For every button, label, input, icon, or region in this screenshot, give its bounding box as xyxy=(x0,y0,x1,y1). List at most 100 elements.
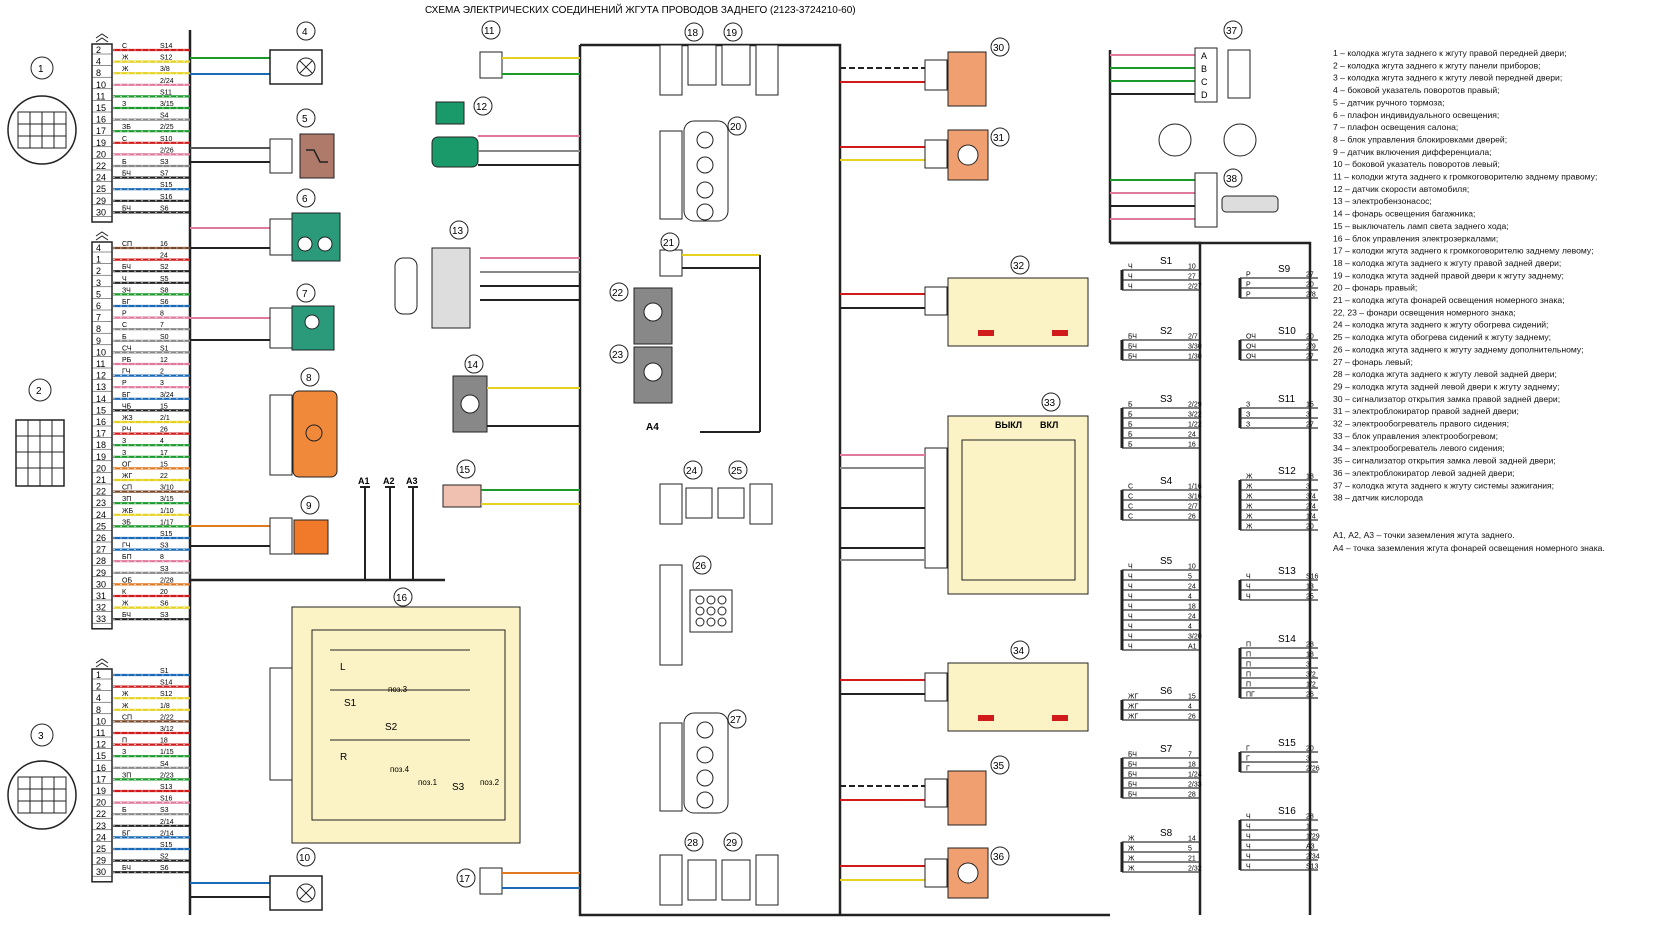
svg-text:27: 27 xyxy=(730,715,742,726)
splice-wire-dest: 13 xyxy=(1306,584,1314,591)
splice-wire-dest: 2/26 xyxy=(1306,766,1320,773)
splice-wire-color: П xyxy=(1246,682,1251,689)
splice-wire-color: Ч xyxy=(1246,864,1251,871)
svg-text:12: 12 xyxy=(476,102,488,113)
svg-text:6: 6 xyxy=(302,194,308,205)
splice-wire-dest: 3/2 xyxy=(1306,672,1316,679)
wire-color-label: ЖГ xyxy=(122,473,132,480)
splice-wire-color: Ж xyxy=(1246,504,1253,511)
pin-label: 8 xyxy=(96,68,101,78)
pin-label: 22 xyxy=(96,809,106,819)
wire-dest-label: S2 xyxy=(160,854,169,861)
splice-name: S2 xyxy=(1160,326,1173,337)
pin-label: 3 xyxy=(96,278,101,288)
pin-label: 15 xyxy=(96,103,106,113)
legend-item: 27 – фонарь левый; xyxy=(1333,357,1413,367)
svg-text:36: 36 xyxy=(993,852,1005,863)
legend-item: 37 – колодка жгута заднего к жгуту систе… xyxy=(1333,480,1554,490)
splice-wire-dest: S13 xyxy=(1306,864,1319,871)
splice-wire-color: С xyxy=(1128,494,1133,501)
splice-wire-color: Ж xyxy=(1128,866,1135,873)
wire-color-label: ОГ xyxy=(122,461,131,468)
splice-name: S4 xyxy=(1160,476,1173,487)
splice-wire-dest: 27 xyxy=(1188,274,1196,281)
component-16-mirror-controller: 16 xyxy=(269,587,521,844)
pin-label: 20 xyxy=(96,798,106,808)
svg-text:38: 38 xyxy=(1226,174,1238,185)
wire-dest-label: 8 xyxy=(160,554,164,561)
svg-text:29: 29 xyxy=(726,838,738,849)
splice-wire-dest: 18 xyxy=(1306,652,1314,659)
wire-dest-label: 16 xyxy=(160,241,168,248)
legend-item: 10 – боковой указатель поворотов левый; xyxy=(1333,159,1500,169)
splice-wire-dest: 2/9 xyxy=(1306,344,1316,351)
wire-color-label: ОБ xyxy=(122,577,132,584)
pin-label: 17 xyxy=(96,126,106,136)
wire-dest-label: 1/8 xyxy=(160,703,170,710)
splice-wire-color: Ч xyxy=(1128,274,1133,281)
splice-wire-color: Ч xyxy=(1246,844,1251,851)
pin-label: 29 xyxy=(96,856,106,866)
legend-item: 12 – датчик скорости автомобиля; xyxy=(1333,184,1469,194)
component-11-speaker-rear-right: 11 xyxy=(479,20,580,79)
wire-dest-label: S0 xyxy=(160,334,169,341)
splice-wire-dest: 20 xyxy=(1306,282,1314,289)
wire-dest-label: 17 xyxy=(160,450,168,457)
splice-wire-dest: 3 xyxy=(1306,484,1310,491)
legend-item: 5 – датчик ручного тормоза; xyxy=(1333,97,1445,107)
splice-wire-color: Р xyxy=(1246,272,1251,279)
splice-wire-dest: 2/27 xyxy=(1188,284,1202,291)
svg-text:15: 15 xyxy=(459,465,471,476)
splice-wire-color: Ч xyxy=(1128,594,1133,601)
wire-color-label: Ж xyxy=(122,691,129,698)
legend-item: 30 – сигнализатор открытия замка правой … xyxy=(1333,394,1560,404)
wire-color-label: З xyxy=(122,450,126,457)
pin-label: 1 xyxy=(96,670,101,680)
pin-label: 29 xyxy=(96,568,106,578)
pin-label: 2 xyxy=(96,266,101,276)
splice-wire-dest: 26 xyxy=(1306,692,1314,699)
pin-label: 12 xyxy=(96,371,106,381)
wire-color-label: БЧ xyxy=(122,171,131,178)
wire-color-label: Ж xyxy=(122,66,129,73)
wire-dest-label: 1/17 xyxy=(160,519,174,526)
wire-color-label: Р xyxy=(122,311,127,318)
svg-text:7: 7 xyxy=(302,289,308,300)
pin-label: 9 xyxy=(96,336,101,346)
legend-item: 16 – блок управления электрозеркалами; xyxy=(1333,233,1498,243)
splice-wire-dest: 1/24 xyxy=(1188,772,1202,779)
pin-label: 29 xyxy=(96,196,106,206)
legend-item: 2 – колодка жгута заднего к жгуту панели… xyxy=(1333,60,1541,70)
wire-color-label: ГЧ xyxy=(122,543,131,550)
splice-wire-color: Р xyxy=(1246,282,1251,289)
pin-label: 4 xyxy=(96,693,101,703)
legend-item: 26 – колодка жгута заднего к жгуту задне… xyxy=(1333,344,1584,354)
switch16-pos1: поз.1 xyxy=(418,778,438,787)
svg-text:D: D xyxy=(1201,90,1208,100)
pin-label: 4 xyxy=(96,243,101,253)
svg-text:17: 17 xyxy=(459,874,471,885)
legend-item: 17 – колодки жгута заднего к громкоговор… xyxy=(1333,246,1594,256)
splice-wire-dest: 3 xyxy=(1306,662,1310,669)
ground-a2: A2 xyxy=(383,476,395,486)
diagram-title: СХЕМА ЭЛЕКТРИЧЕСКИХ СОЕДИНЕНИЙ ЖГУТА ПРО… xyxy=(425,3,856,16)
pin-label: 19 xyxy=(96,786,106,796)
pin-label: 18 xyxy=(96,440,106,450)
connector-3-face: 3 xyxy=(7,723,77,830)
splice-wire-dest: 24 xyxy=(1188,614,1196,621)
pin-label: 26 xyxy=(96,533,106,543)
pin-label: 23 xyxy=(96,498,106,508)
splice-wire-color: Ж xyxy=(1246,514,1253,521)
legend-item: 38 – датчик кислорода xyxy=(1333,493,1423,503)
splice-wire-dest: 18 xyxy=(1188,762,1196,769)
splice-wire-color: Б xyxy=(1128,402,1133,409)
pin-label: 8 xyxy=(96,324,101,334)
splice-name: S7 xyxy=(1160,744,1173,755)
component-36-lock-actuator-left: 36 xyxy=(840,846,1010,899)
wire-dest-label: S5 xyxy=(160,276,169,283)
wire-dest-label: S6 xyxy=(160,299,169,306)
wire-color-label: РБ xyxy=(122,357,132,364)
